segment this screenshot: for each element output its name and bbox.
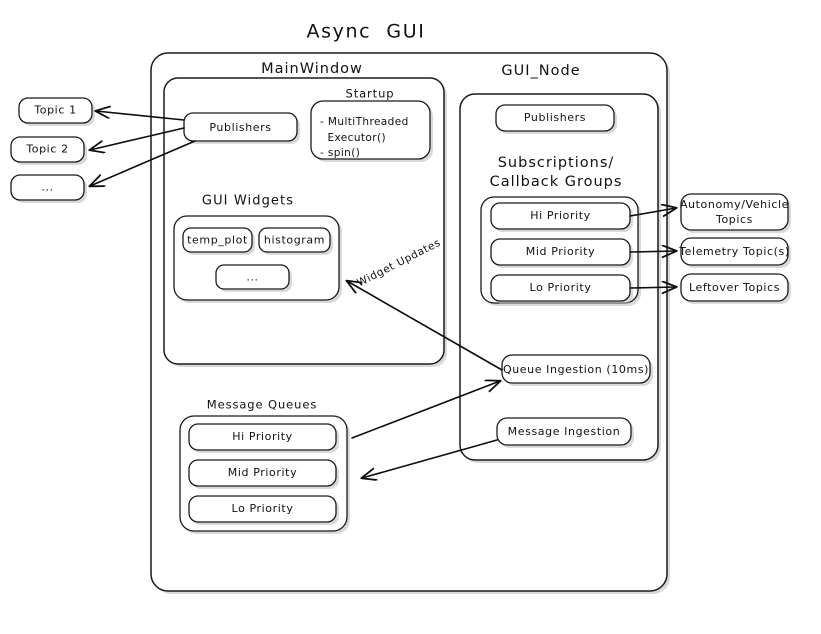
startup-line-2: - spin() — [320, 147, 360, 159]
startup-line-0: - MultiThreaded — [320, 116, 409, 128]
connector-publishers-to-topic3 — [90, 140, 196, 186]
queue-ingestion-box[interactable] — [501, 354, 651, 384]
queue-ingestion-label: Queue Ingestion (10ms) — [503, 363, 649, 376]
widget-more-label: ... — [246, 271, 258, 284]
cbg-mid-label: Mid Priority — [526, 245, 595, 258]
mainwindow-publishers-label: Publishers — [209, 121, 271, 134]
left-topic-2-box[interactable] — [10, 136, 85, 163]
message-ingestion-box[interactable] — [496, 417, 632, 446]
connector-message-queues-to-queue-ingestion — [351, 381, 500, 439]
left-topic-1-box[interactable] — [18, 97, 93, 124]
right-topic-2-box[interactable] — [680, 237, 789, 266]
left-topic-3-box[interactable] — [10, 174, 85, 201]
connector-message-ingestion-to-message-queues — [362, 439, 498, 478]
right-topic-1-label-line2: Topics — [715, 213, 753, 226]
gui-node-publishers-box[interactable] — [495, 104, 615, 132]
message-queues-title: Message Queues — [207, 398, 317, 412]
left-topic-3-label: ... — [41, 181, 53, 194]
widget-histogram-label: histogram — [264, 234, 325, 247]
startup-title: Startup — [346, 87, 395, 101]
right-topic-1-box[interactable] — [680, 193, 789, 231]
widget-more-box[interactable] — [215, 264, 290, 290]
startup-box[interactable] — [310, 100, 431, 160]
queue-mid-label: Mid Priority — [228, 466, 297, 479]
cbg-hi-label: Hi Priority — [530, 209, 591, 222]
mainwindow-title: MainWindow — [261, 61, 363, 77]
right-topic-1-label-line1: Autonomy/Vehicle — [680, 198, 789, 211]
diagram-title: Async GUI — [307, 21, 426, 43]
queue-mid-box[interactable] — [188, 459, 337, 487]
connector-mid-priority-to-telemetry-topics — [629, 251, 676, 252]
connector-lo-priority-to-leftover-topics — [629, 287, 676, 288]
connector-queue-ingestion-to-gui-widgets — [347, 281, 503, 371]
queue-lo-box[interactable] — [188, 495, 337, 523]
startup-line-1: Executor() — [320, 132, 386, 144]
widget-temp-plot-label: temp_plot — [187, 234, 248, 247]
left-topic-2-label: Topic 2 — [25, 143, 68, 156]
message-ingestion-label: Message Ingestion — [508, 425, 621, 438]
connector-publishers-to-topic1 — [96, 111, 185, 121]
connector-hi-priority-to-autonomy-topics — [629, 208, 676, 216]
queue-hi-box[interactable] — [188, 423, 337, 451]
widget-histogram-box[interactable] — [258, 227, 331, 253]
left-topic-1-label: Topic 1 — [33, 104, 76, 117]
gui-widgets-title: GUI Widgets — [202, 194, 294, 209]
subscriptions-title-line2: Callback Groups — [490, 174, 623, 190]
right-topic-3-label-line1: Leftover Topics — [689, 281, 780, 294]
gui-node-title: GUI_Node — [501, 63, 580, 79]
cbg-lo-label: Lo Priority — [530, 281, 592, 294]
queue-lo-label: Lo Priority — [232, 502, 294, 515]
right-topic-3-box[interactable] — [680, 273, 789, 302]
mainwindow-publishers-box[interactable] — [183, 112, 298, 142]
widget-temp-plot-box[interactable] — [182, 227, 253, 253]
gui-node-publishers-label: Publishers — [524, 111, 586, 124]
queue-hi-label: Hi Priority — [232, 430, 293, 443]
subscriptions-title-line1: Subscriptions/ — [498, 155, 615, 171]
right-topic-2-label-line1: Telemetry Topic(s) — [678, 245, 790, 258]
connector-publishers-to-topic2 — [90, 127, 185, 150]
